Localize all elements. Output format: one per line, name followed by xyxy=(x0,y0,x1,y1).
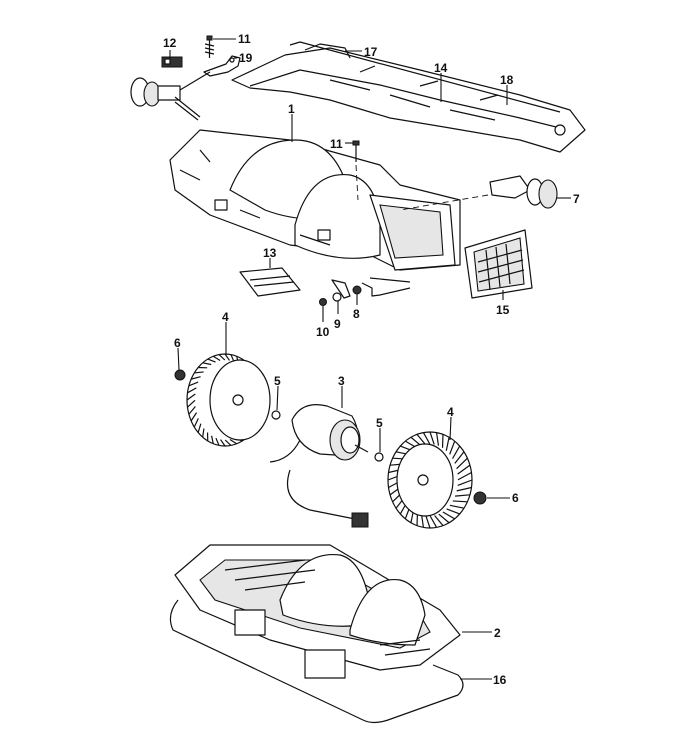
fan-blade xyxy=(434,515,444,527)
callout-7: 7 xyxy=(573,192,580,206)
callout-11-second: 11 xyxy=(330,137,343,151)
fan-blade xyxy=(186,393,196,401)
fan-blade xyxy=(442,511,455,520)
callout-14: 14 xyxy=(434,61,448,75)
callout-1: 1 xyxy=(288,102,295,116)
fan-blade xyxy=(188,406,196,415)
screw-and-bracket xyxy=(203,35,241,77)
cowl-panel xyxy=(231,41,586,153)
callout-labels: 12 11 19 17 14 18 1 11 7 13 15 10 9 8 6 … xyxy=(163,32,580,687)
fan-blade xyxy=(452,500,468,503)
fan-blade xyxy=(210,435,214,444)
fan-blade xyxy=(187,387,197,394)
fan-blade xyxy=(193,418,199,428)
callout-4: 4 xyxy=(222,310,229,324)
fan-blade xyxy=(425,515,431,529)
filter-grille xyxy=(464,229,533,299)
fan-blade xyxy=(457,464,471,475)
fan-wheel-right xyxy=(387,431,487,529)
fan-blade xyxy=(457,479,473,486)
callout-3: 3 xyxy=(338,374,345,388)
fan-blade xyxy=(435,432,440,446)
vacuum-actuator-right xyxy=(399,175,558,211)
callout-10: 10 xyxy=(316,325,330,339)
fan-blade xyxy=(224,353,230,361)
callout-13: 13 xyxy=(263,246,277,260)
fan-blade xyxy=(449,504,465,509)
fan-blade xyxy=(456,486,472,492)
vacuum-actuator-left xyxy=(130,71,211,121)
fan-blade xyxy=(197,423,202,433)
fan-blade xyxy=(224,439,232,446)
fan-blade xyxy=(457,471,472,481)
small-hardware xyxy=(319,277,411,306)
callout-5: 5 xyxy=(274,374,281,388)
fan-blade xyxy=(218,354,226,361)
fan-blade xyxy=(207,358,216,363)
fan-blade xyxy=(456,457,468,470)
fan-blade xyxy=(202,362,212,366)
fan-blade xyxy=(190,376,201,380)
fan-blade xyxy=(438,513,450,524)
fan-blade xyxy=(229,438,238,445)
fan-blade xyxy=(422,432,431,445)
fan-blade xyxy=(212,355,221,362)
fan-blade xyxy=(452,445,461,459)
fan-blade xyxy=(416,433,426,445)
callout-15: 15 xyxy=(496,303,510,317)
callout-8: 8 xyxy=(353,307,360,321)
blower-motor xyxy=(269,404,384,528)
fan-blade xyxy=(190,412,198,422)
fan-blade xyxy=(446,508,460,515)
fan-blade xyxy=(188,381,199,387)
fan-blade xyxy=(202,428,205,438)
callout-19: 19 xyxy=(239,51,253,65)
fan-blade xyxy=(445,437,450,451)
callout-5-second: 5 xyxy=(376,416,383,430)
callout-6: 6 xyxy=(174,336,181,350)
fan-blade xyxy=(194,371,204,374)
fan-blade xyxy=(429,515,438,528)
leader-lines xyxy=(169,38,571,680)
callout-2: 2 xyxy=(494,626,501,640)
fan-wheel-left xyxy=(174,353,271,447)
fan-blade xyxy=(215,437,220,446)
fan-blade xyxy=(220,439,226,447)
callout-12: 12 xyxy=(163,36,177,50)
lower-housing xyxy=(174,544,461,679)
callout-11: 11 xyxy=(238,32,251,46)
fan-blade xyxy=(420,514,425,528)
fan-blade xyxy=(449,440,456,455)
fan-blade xyxy=(454,494,470,497)
callout-16: 16 xyxy=(493,673,507,687)
callout-6-second: 6 xyxy=(512,491,519,505)
gasket-seal xyxy=(169,599,464,724)
connector-part xyxy=(161,56,183,68)
fan-blade xyxy=(187,399,196,408)
resistor-block xyxy=(239,267,301,297)
fan-blade xyxy=(454,451,465,464)
callout-18: 18 xyxy=(500,73,514,87)
callout-9: 9 xyxy=(334,317,341,331)
upper-housing xyxy=(169,129,461,271)
callout-4-second: 4 xyxy=(447,405,454,419)
callout-17: 17 xyxy=(364,45,378,59)
fan-blade xyxy=(429,431,435,445)
